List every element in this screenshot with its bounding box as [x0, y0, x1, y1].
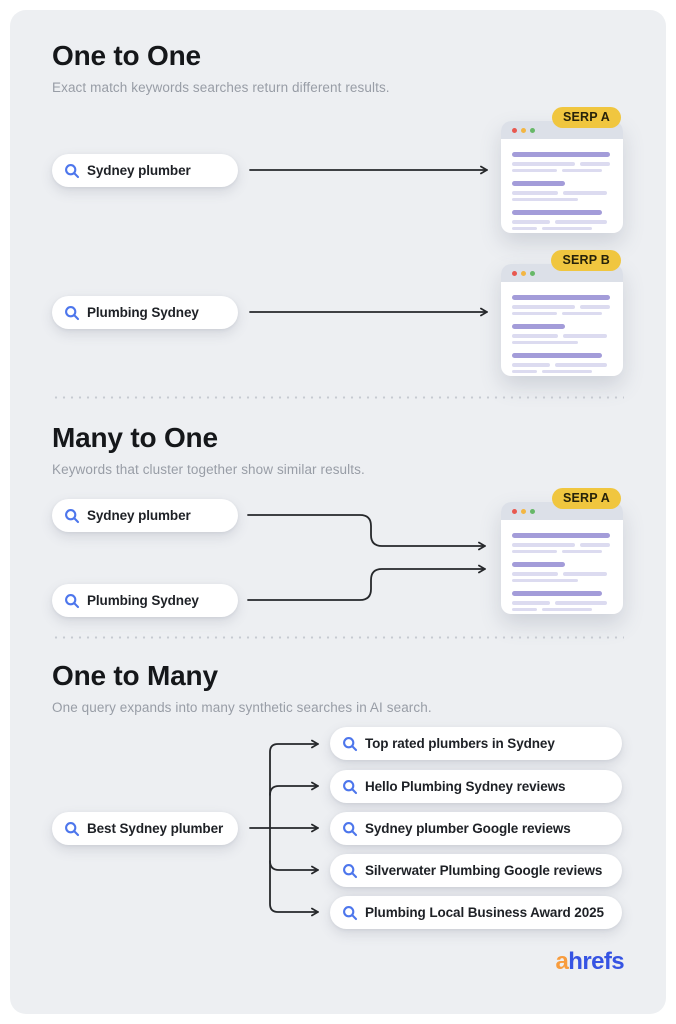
ahrefs-logo-a: a	[555, 948, 569, 975]
window-dot-red-icon	[512, 127, 517, 133]
serp-card-b: SERP B	[501, 250, 623, 376]
serp-badge: SERP A	[551, 488, 621, 509]
window-dot-yellow-icon	[521, 508, 526, 514]
search-icon	[65, 305, 80, 320]
query-pill-plumbing-sydney: Plumbing Sydney	[52, 296, 238, 329]
window-dot-yellow-icon	[521, 270, 526, 276]
search-icon	[343, 736, 358, 751]
query-pill-plumbing-sydney: Plumbing Sydney	[52, 584, 238, 617]
search-icon	[343, 779, 358, 794]
search-icon	[65, 593, 80, 608]
serp-result-lines	[501, 139, 623, 230]
expansion-pill: Sydney plumber Google reviews	[330, 812, 622, 845]
search-icon	[343, 863, 358, 878]
window-dot-green-icon	[530, 508, 535, 514]
expansion-pill: Top rated plumbers in Sydney	[330, 727, 622, 760]
query-pill-sydney-plumber: Sydney plumber	[52, 154, 238, 187]
serp-card-a-shared: SERP A	[501, 488, 623, 614]
query-label: Best Sydney plumber	[87, 821, 224, 836]
serp-card-a: SERP A	[501, 107, 623, 233]
serp-badge: SERP B	[551, 250, 621, 271]
expansion-label: Silverwater Plumbing Google reviews	[365, 863, 603, 878]
expansion-label: Top rated plumbers in Sydney	[365, 736, 555, 751]
window-dot-red-icon	[512, 270, 517, 276]
section-title-one-to-one: One to One	[52, 40, 201, 71]
expansion-pill: Plumbing Local Business Award 2025	[330, 896, 622, 929]
query-label: Plumbing Sydney	[87, 305, 199, 320]
query-label: Sydney plumber	[87, 163, 191, 178]
search-icon	[343, 821, 358, 836]
section-title-one-to-many: One to Many	[52, 660, 218, 691]
serp-badge: SERP A	[551, 107, 621, 128]
section-divider	[52, 396, 624, 399]
expansion-label: Plumbing Local Business Award 2025	[365, 905, 604, 920]
expansion-label: Sydney plumber Google reviews	[365, 821, 571, 836]
expansion-label: Hello Plumbing Sydney reviews	[365, 779, 566, 794]
expansion-pill: Silverwater Plumbing Google reviews	[330, 854, 622, 887]
search-icon	[65, 821, 80, 836]
serp-result-lines	[501, 520, 623, 611]
expansion-pill: Hello Plumbing Sydney reviews	[330, 770, 622, 803]
ahrefs-logo-hrefs: hrefs	[568, 948, 624, 975]
search-icon	[65, 508, 80, 523]
ahrefs-logo: ahrefs	[555, 948, 625, 976]
query-label: Sydney plumber	[87, 508, 191, 523]
window-dot-red-icon	[512, 508, 517, 514]
window-dot-green-icon	[530, 270, 535, 276]
section-title-many-to-one: Many to One	[52, 422, 218, 453]
window-dot-green-icon	[530, 127, 535, 133]
query-pill-best-sydney-plumber: Best Sydney plumber	[52, 812, 238, 845]
section-subtitle-one-to-many: One query expands into many synthetic se…	[52, 700, 432, 715]
query-pill-sydney-plumber: Sydney plumber	[52, 499, 238, 532]
section-subtitle-one-to-one: Exact match keywords searches return dif…	[52, 80, 390, 95]
query-label: Plumbing Sydney	[87, 593, 199, 608]
search-icon	[65, 163, 80, 178]
section-divider	[52, 636, 624, 639]
section-subtitle-many-to-one: Keywords that cluster together show simi…	[52, 462, 365, 477]
search-icon	[343, 905, 358, 920]
window-dot-yellow-icon	[521, 127, 526, 133]
serp-result-lines	[501, 282, 623, 373]
